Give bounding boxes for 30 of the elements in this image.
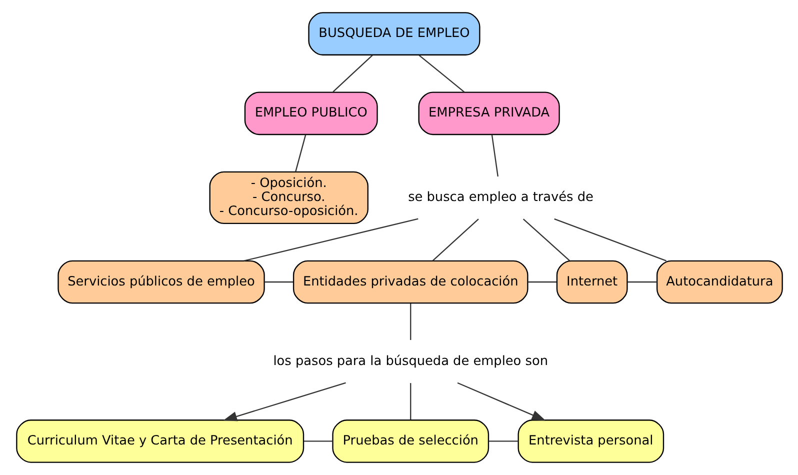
node-box: Servicios públicos de empleo	[57, 260, 264, 304]
connector	[303, 440, 332, 442]
connector	[527, 281, 556, 283]
connector	[332, 54, 372, 92]
node-box: Entidades privadas de colocación	[292, 260, 528, 304]
arrow	[222, 382, 346, 422]
arrow	[456, 382, 546, 421]
node-text: se busca empleo a través de	[408, 190, 593, 205]
connector	[490, 134, 498, 177]
node-box: Autocandidatura	[656, 260, 782, 304]
connector	[522, 218, 570, 262]
connector	[488, 440, 518, 442]
node-text: los pasos para la búsqueda de empleo son	[272, 354, 548, 369]
node-box: BUSQUEDA DE EMPLEO	[308, 12, 480, 56]
connector	[418, 54, 464, 93]
node-box: Curriculum Vitae y Carta de Presentación	[16, 420, 304, 463]
node-box: EMPLEO PUBLICO	[244, 92, 378, 136]
connector	[410, 303, 411, 340]
connector	[626, 281, 656, 283]
connector	[410, 383, 411, 420]
node-box: Internet	[556, 260, 628, 304]
connector	[432, 218, 478, 262]
node-box: - Oposición. - Concurso. - Concurso-oposición.	[208, 171, 368, 224]
node-box: EMPRESA PRIVADA	[418, 92, 560, 136]
connector	[264, 281, 293, 283]
node-box: Entrevista personal	[517, 420, 664, 463]
connector	[554, 218, 666, 262]
connector	[243, 218, 418, 262]
connector	[294, 134, 306, 172]
node-box: Pruebas de selección	[332, 420, 489, 463]
